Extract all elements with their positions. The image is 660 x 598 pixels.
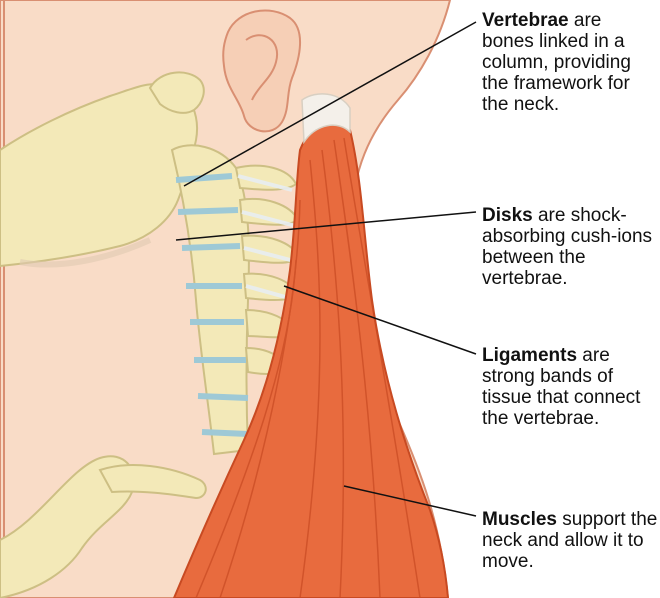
- callout-disks: Disks are shock-absorbing cush-ions betw…: [482, 205, 658, 289]
- callout-term-ligaments: Ligaments: [482, 345, 577, 366]
- callout-term-muscles: Muscles: [482, 509, 557, 530]
- callout-term-vertebrae: Vertebrae: [482, 10, 569, 31]
- callout-muscles: Muscles support the neck and allow it to…: [482, 509, 658, 572]
- callout-ligaments: Ligaments are strong bands of tissue tha…: [482, 345, 658, 429]
- callout-vertebrae: Vertebrae are bones linked in a column, …: [482, 10, 658, 115]
- callout-term-disks: Disks: [482, 205, 533, 226]
